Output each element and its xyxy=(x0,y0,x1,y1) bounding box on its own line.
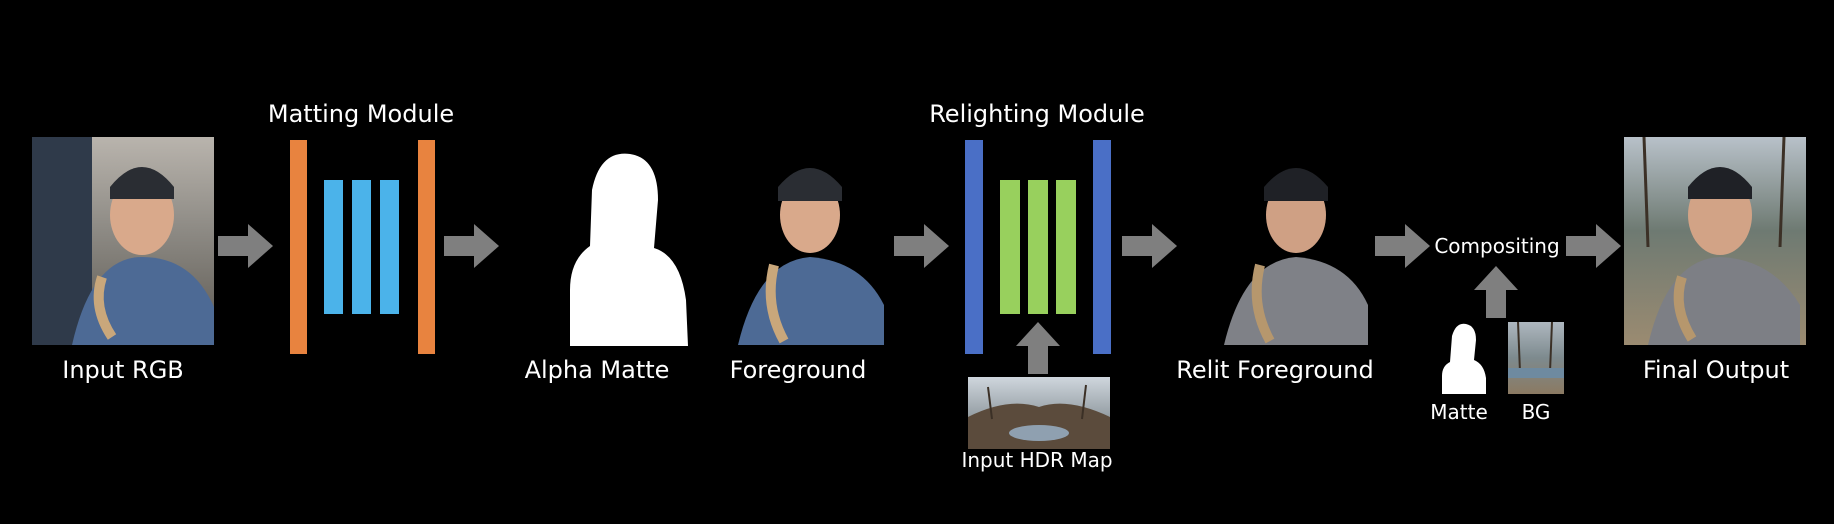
arrow-foreground-to-relighting xyxy=(894,224,949,268)
relit-foreground-image xyxy=(1222,145,1370,345)
relighting-module-label: Relighting Module xyxy=(929,100,1145,128)
arrow-relighting-to-relit xyxy=(1122,224,1177,268)
hdr-map-image xyxy=(968,377,1110,449)
matting-inner-bar-3 xyxy=(380,180,399,314)
relighting-outer-bar-right xyxy=(1093,140,1111,354)
alpha-matte-image xyxy=(530,150,690,346)
foreground-image xyxy=(728,145,888,345)
matting-outer-bar-left xyxy=(290,140,307,354)
relighting-inner-bar-3 xyxy=(1056,180,1076,314)
arrow-relit-to-compositing xyxy=(1375,224,1430,268)
bg-label: BG xyxy=(1521,400,1551,424)
input-rgb-label: Input RGB xyxy=(62,356,184,384)
matte-thumbnail xyxy=(1436,322,1488,394)
arrow-matting-to-alpha xyxy=(444,224,499,268)
compositing-label: Compositing xyxy=(1434,234,1560,258)
final-output-image xyxy=(1624,137,1806,345)
matting-module-label: Matting Module xyxy=(267,100,455,128)
relighting-inner-bar-1 xyxy=(1000,180,1020,314)
input-hdr-map-label: Input HDR Map xyxy=(961,448,1113,472)
matting-inner-bar-2 xyxy=(352,180,371,314)
final-output-label: Final Output xyxy=(1642,356,1790,384)
relit-foreground-label: Relit Foreground xyxy=(1176,356,1374,384)
relighting-inner-bar-2 xyxy=(1028,180,1048,314)
arrow-matte-bg-to-compositing xyxy=(1474,266,1518,318)
matte-label: Matte xyxy=(1430,400,1488,424)
foreground-label: Foreground xyxy=(729,356,867,384)
relighting-outer-bar-left xyxy=(965,140,983,354)
arrow-hdr-to-relighting xyxy=(1016,322,1060,374)
matting-inner-bar-1 xyxy=(324,180,343,314)
arrow-compositing-to-output xyxy=(1566,224,1621,268)
matting-outer-bar-right xyxy=(418,140,435,354)
bg-thumbnail xyxy=(1508,322,1564,394)
input-rgb-image xyxy=(32,137,214,345)
arrow-rgb-to-matting xyxy=(218,224,273,268)
alpha-matte-label: Alpha Matte xyxy=(524,356,670,384)
